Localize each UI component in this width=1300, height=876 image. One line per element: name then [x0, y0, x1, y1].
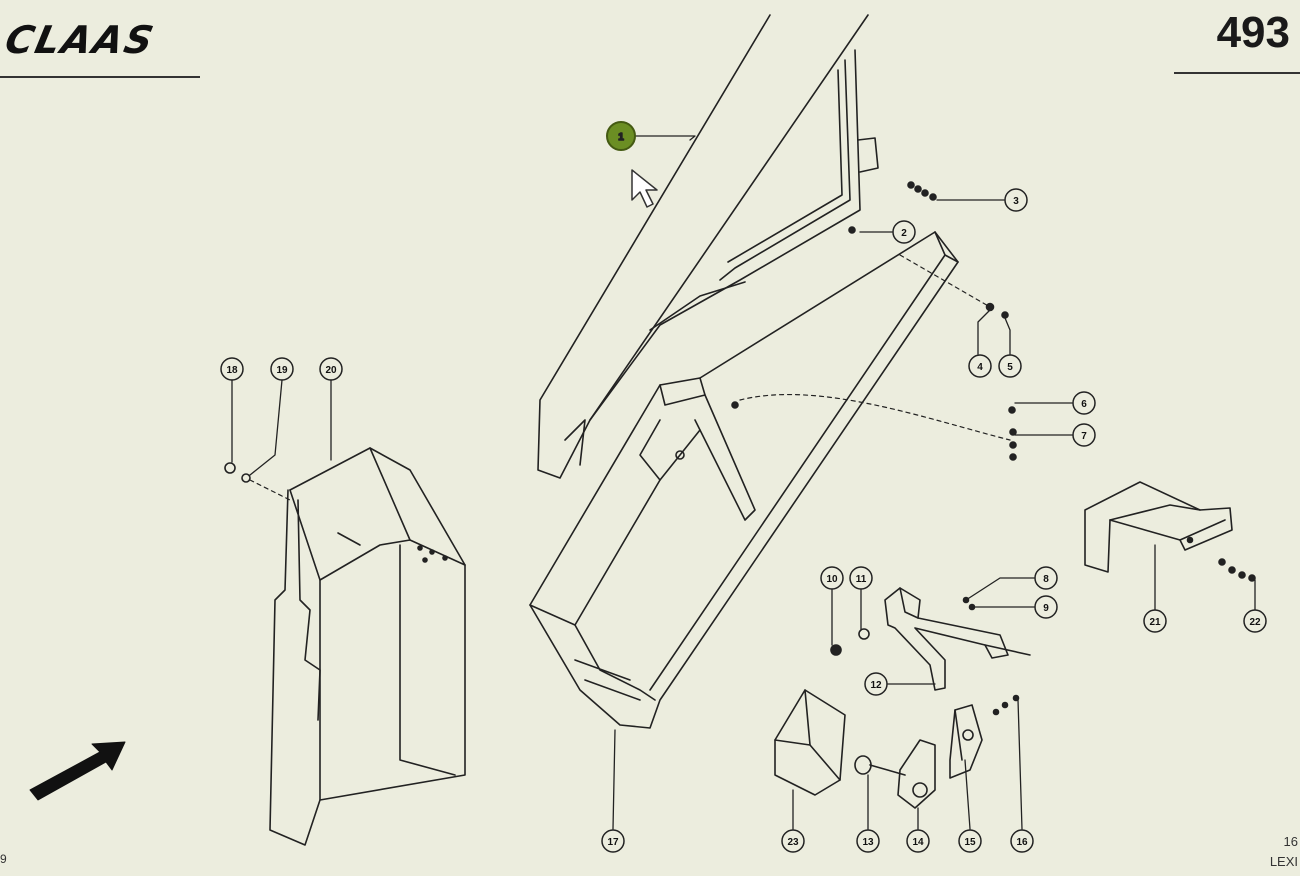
upper-panel — [537, 14, 879, 479]
callout-16[interactable]: 16 — [1010, 829, 1034, 853]
callout-18[interactable]: 18 — [220, 357, 244, 381]
callout-13[interactable]: 13 — [856, 829, 880, 853]
callout-21[interactable]: 21 — [1143, 609, 1167, 633]
footer-right-top: 16 — [1283, 834, 1298, 849]
svg-text:12: 12 — [870, 680, 882, 691]
callout-11[interactable]: 11 — [849, 566, 873, 590]
svg-text:6: 6 — [1081, 399, 1087, 410]
footer-left: 9 — [0, 852, 7, 866]
footer-right-bottom: LEXI — [1269, 854, 1298, 869]
callouts: 1 2 3 4 5 6 7 8 9 10 11 12 13 14 15 16 1… — [220, 131, 1267, 853]
svg-text:7: 7 — [1081, 431, 1087, 442]
svg-text:14: 14 — [912, 837, 924, 848]
trough-panel — [529, 231, 959, 729]
svg-text:10: 10 — [826, 574, 838, 585]
svg-text:8: 8 — [1043, 574, 1049, 585]
callout-9[interactable]: 9 — [1034, 595, 1058, 619]
callout-14[interactable]: 14 — [906, 829, 930, 853]
callout-7[interactable]: 7 — [1072, 423, 1096, 447]
bracket-21 — [1084, 481, 1233, 573]
svg-text:23: 23 — [787, 837, 799, 848]
svg-text:9: 9 — [1043, 603, 1049, 614]
svg-text:15: 15 — [964, 837, 976, 848]
svg-text:17: 17 — [607, 837, 619, 848]
fasteners — [224, 181, 1256, 716]
reference-lines — [249, 254, 1011, 501]
bracket-12 — [884, 587, 1031, 691]
svg-text:18: 18 — [226, 365, 238, 376]
footer-right: 16 LEXI — [1270, 832, 1298, 872]
callout-19[interactable]: 19 — [270, 357, 294, 381]
svg-text:5: 5 — [1007, 362, 1013, 373]
svg-text:20: 20 — [325, 365, 337, 376]
svg-text:1: 1 — [618, 132, 624, 143]
callout-17[interactable]: 17 — [601, 829, 625, 853]
callout-4[interactable]: 4 — [968, 354, 992, 378]
direction-arrow-icon — [29, 741, 126, 801]
svg-text:4: 4 — [977, 362, 983, 373]
callout-2[interactable]: 2 — [892, 220, 916, 244]
side-shield — [269, 447, 466, 846]
svg-text:21: 21 — [1149, 617, 1161, 628]
callout-8[interactable]: 8 — [1034, 566, 1058, 590]
svg-text:11: 11 — [856, 574, 867, 585]
callout-5[interactable]: 5 — [998, 354, 1022, 378]
page-number: 493 — [1216, 8, 1290, 57]
small-parts — [774, 689, 983, 809]
callout-6[interactable]: 6 — [1072, 391, 1096, 415]
leader-lines — [231, 135, 1256, 830]
callout-10[interactable]: 10 — [820, 566, 844, 590]
callout-3[interactable]: 3 — [1004, 188, 1028, 212]
callout-20[interactable]: 20 — [319, 357, 343, 381]
callout-1[interactable]: 1 — [617, 131, 625, 144]
highlighted-callout-marker[interactable] — [606, 121, 636, 151]
callout-15[interactable]: 15 — [958, 829, 982, 853]
svg-text:19: 19 — [276, 365, 288, 376]
header-rule-left — [0, 76, 200, 78]
cursor-icon — [631, 169, 658, 208]
svg-text:16: 16 — [1016, 837, 1028, 848]
callout-12[interactable]: 12 — [864, 672, 888, 696]
callout-22[interactable]: 22 — [1243, 609, 1267, 633]
svg-text:13: 13 — [862, 837, 874, 848]
svg-text:2: 2 — [901, 228, 907, 239]
svg-text:22: 22 — [1249, 617, 1261, 628]
header-rule-right — [1174, 72, 1300, 74]
callout-23[interactable]: 23 — [781, 829, 805, 853]
svg-text:3: 3 — [1013, 196, 1019, 207]
